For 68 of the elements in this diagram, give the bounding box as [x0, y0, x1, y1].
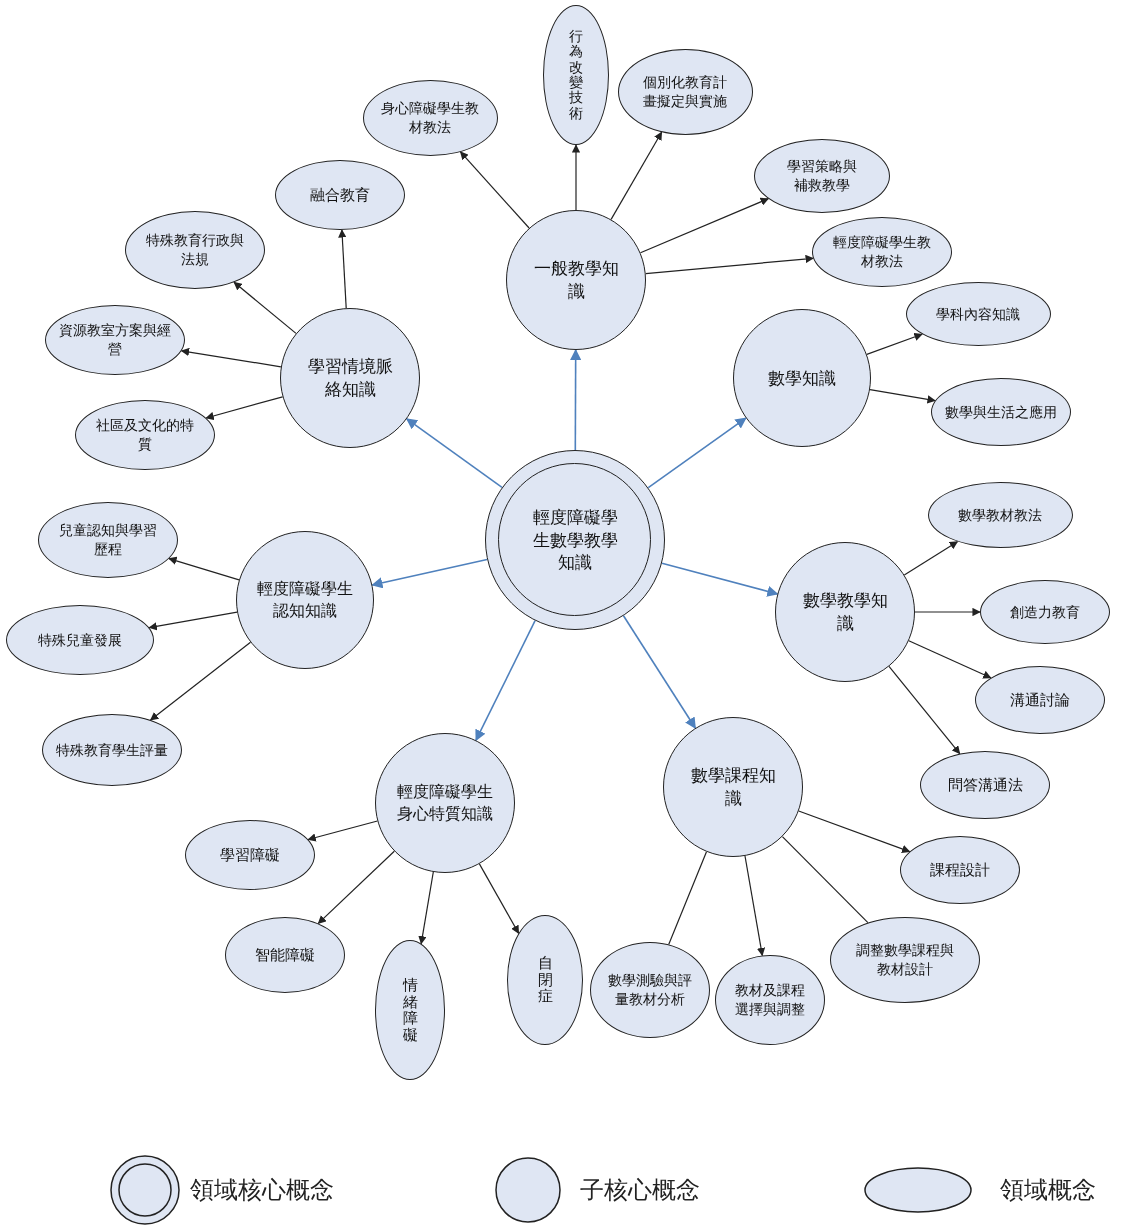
arrow — [744, 855, 766, 957]
arrow — [645, 254, 814, 275]
concept-label: 特殊教育行政與法規 — [145, 231, 245, 269]
concept-label: 情緒障礙 — [402, 977, 418, 1043]
arrow — [405, 418, 503, 489]
concept-label: 學習策略與補救教學 — [786, 157, 858, 195]
concept-label: 資源教室方案與經營 — [59, 321, 171, 359]
arrow — [570, 348, 582, 451]
concept-label: 特殊教育學生評量 — [55, 740, 169, 760]
arrow — [233, 281, 297, 334]
concept-label: 社區及文化的特質 — [95, 416, 195, 454]
concept-label: 數學與生活之應用 — [945, 402, 1057, 422]
concept-label: 輕度障礙學生數學教學知識 — [531, 505, 619, 575]
concept-label: 兒童認知與學習歷程 — [58, 521, 158, 559]
concept-label: 數學教學知識 — [801, 589, 889, 635]
concept-label: 學習障礙 — [219, 844, 281, 866]
concept-label: 自閉症 — [537, 955, 553, 1005]
concept-label: 智能障礙 — [254, 944, 316, 966]
arrow — [888, 665, 961, 755]
legend-label: 子核心概念 — [580, 1175, 700, 1206]
concept-label: 數學教材教法 — [957, 505, 1043, 525]
arrow — [903, 541, 959, 576]
arrow — [317, 850, 395, 924]
concept-label: 輕度障礙學生認知知識 — [256, 578, 354, 622]
concept-label: 教材及課程選擇與調整 — [734, 981, 806, 1019]
arrow — [908, 640, 992, 679]
arrow — [418, 871, 434, 945]
arrow — [148, 611, 238, 631]
arrow — [571, 144, 581, 211]
concept-label: 溝通討論 — [1009, 689, 1071, 711]
concept-label: 數學課程知識 — [689, 764, 777, 810]
arrow — [647, 417, 747, 489]
concept-label: 學習情境脈絡知識 — [306, 355, 394, 401]
concept-label: 數學知識 — [767, 366, 837, 390]
arrow — [459, 151, 530, 229]
concept-label: 調整數學課程與教材設計 — [855, 941, 955, 979]
arrow — [478, 863, 520, 935]
arrow — [307, 820, 378, 842]
concept-label: 身心障礙學生教材教法 — [380, 99, 480, 137]
arrow — [180, 347, 282, 368]
arrow — [475, 619, 536, 742]
concept-label: 行為改變技術 — [569, 28, 583, 122]
concept-label: 輕度障礙學生教材教法 — [832, 233, 932, 271]
arrow — [661, 562, 779, 597]
arrow — [622, 615, 697, 729]
concept-label: 問答溝通法 — [946, 774, 1024, 796]
arrow — [639, 197, 770, 254]
arrow — [168, 556, 240, 581]
arrow — [371, 558, 488, 589]
arrow — [866, 332, 923, 355]
concept-label: 課程設計 — [929, 859, 991, 881]
arrow — [338, 229, 347, 309]
legend-label: 領域核心概念 — [190, 1175, 334, 1206]
concept-label: 輕度障礙學生身心特質知識 — [396, 781, 494, 825]
concept-label: 融合教育 — [309, 184, 371, 206]
concept-label: 一般教學知識 — [532, 257, 620, 303]
concept-label: 學科內容知識 — [935, 304, 1021, 324]
concept-label: 個別化教育計畫擬定與實施 — [642, 73, 728, 111]
legend-label: 領域概念 — [1000, 1175, 1096, 1206]
arrow — [205, 396, 284, 421]
arrow — [149, 641, 252, 721]
concept-label: 數學測驗與評量教材分析 — [607, 971, 693, 1009]
arrow — [610, 131, 663, 220]
concept-label: 創造力教育 — [1009, 602, 1081, 622]
concept-label: 特殊兒童發展 — [37, 630, 123, 650]
arrow — [914, 607, 981, 617]
arrow — [798, 810, 911, 853]
arrow — [869, 389, 936, 404]
